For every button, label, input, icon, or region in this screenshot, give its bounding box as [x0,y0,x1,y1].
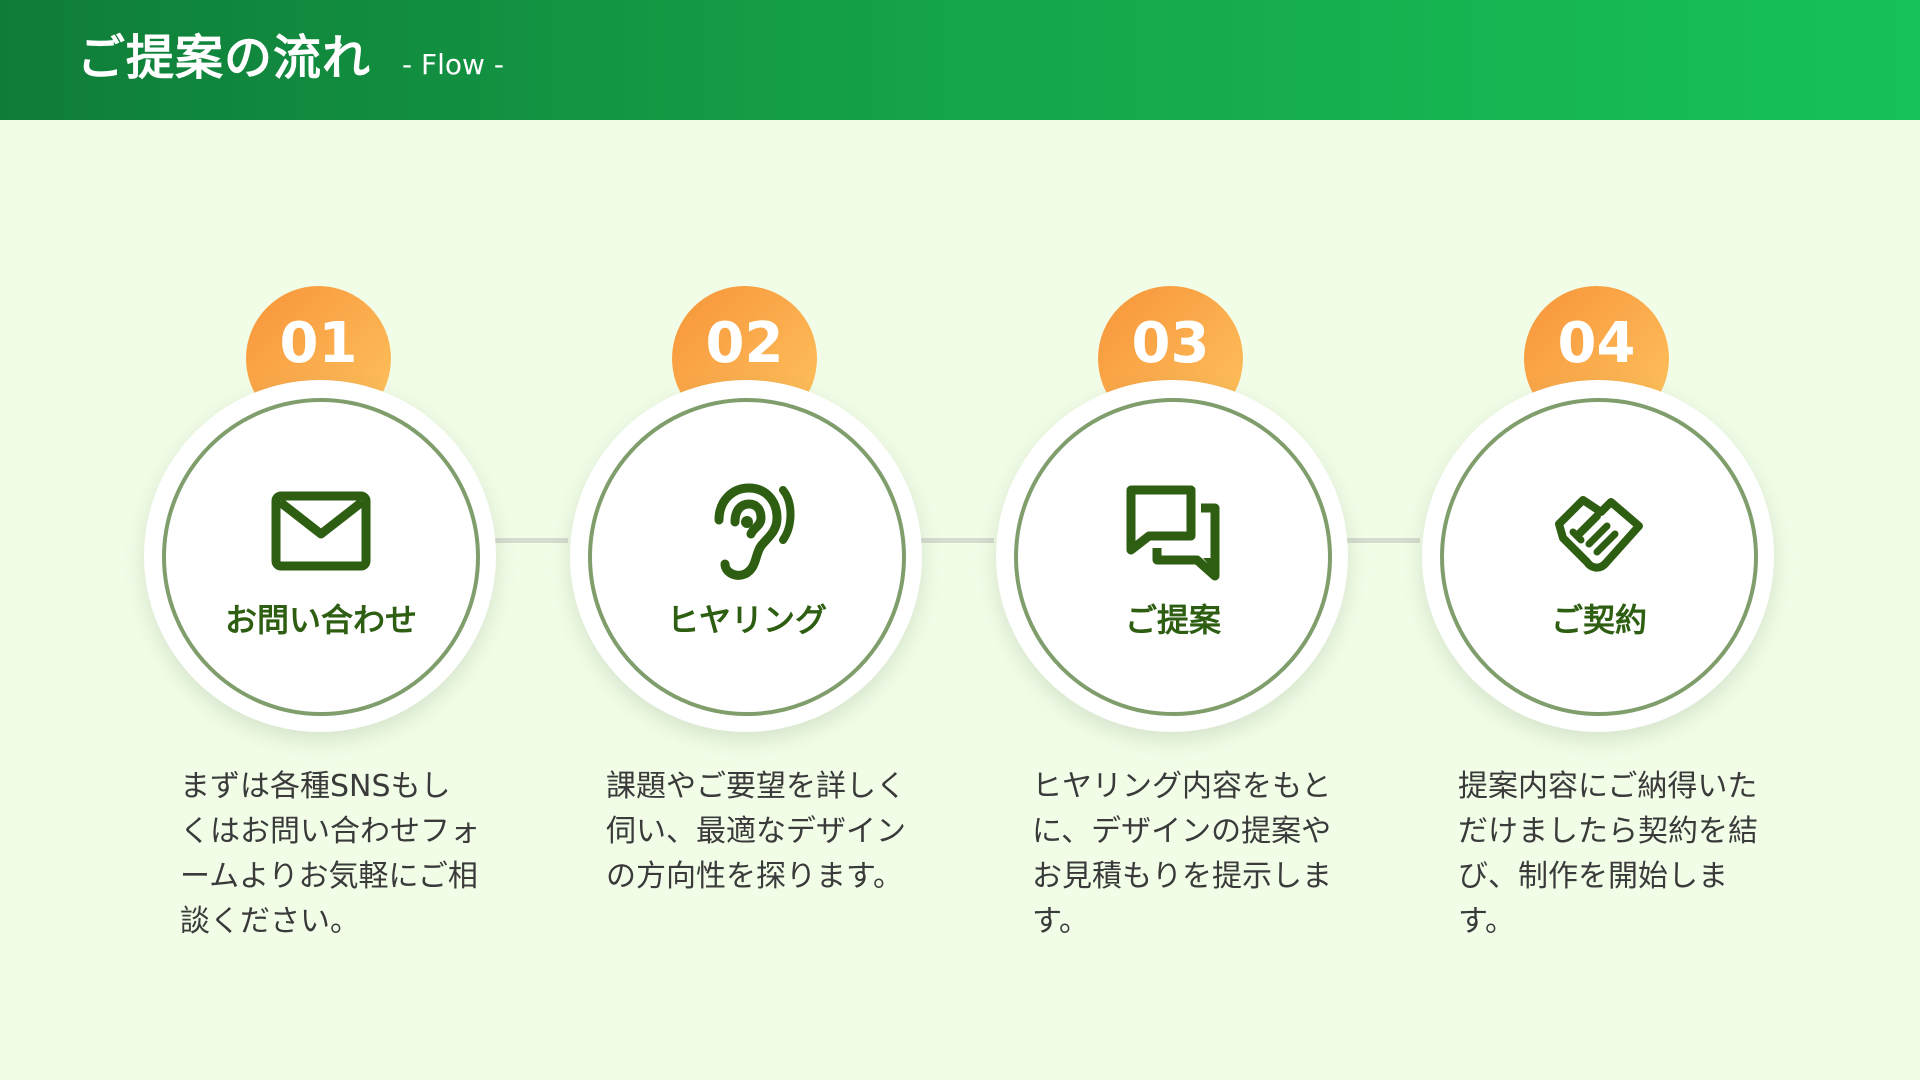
connector-line [918,538,994,543]
page-title: ご提案の流れ [77,30,372,86]
step-ring: ご提案 [1014,398,1332,716]
handshake-icon [1555,496,1643,572]
ear-icon [714,483,795,580]
step-01: 01 お問い合わせ まずは各種SNSもしくはお問い合わせフォームよりお気軽にご相… [140,280,500,980]
step-circle: お問い合わせ [144,380,496,732]
step-description: まずは各種SNSもしくはお問い合わせフォームよりお気軽にご相談ください。 [180,769,480,939]
step-ring: ご契約 [1440,398,1758,716]
connector-line [492,538,568,543]
step-number: 03 [1131,311,1210,376]
chat-icon [1126,485,1220,581]
step-03: 03 ご提案 ヒヤリング内容をもとに、デザインの提案やお見積もりを提示します。 [992,280,1352,980]
step-04: 04 ご契約 提案内容にご納得いただけましたら契約を結び、制作を開始します。 [1418,280,1778,980]
mail-icon [271,491,371,571]
step-label: ご契約 [1550,601,1647,639]
step-label: お問い合わせ [224,601,417,639]
header-bar: ご提案の流れ - Flow - [0,0,1920,120]
step-description: 提案内容にご納得いただけましたら契約を結び、制作を開始します。 [1458,769,1758,939]
connector-line [1344,538,1420,543]
step-label: ヒヤリング [666,601,827,639]
step-label: ご提案 [1124,601,1221,639]
step-circle: ご契約 [1422,380,1774,732]
step-ring: お問い合わせ [162,398,480,716]
step-circle: ヒヤリング [570,380,922,732]
step-ring: ヒヤリング [588,398,906,716]
step-description: 課題やご要望を詳しく伺い、最適なデザインの方向性を探ります。 [606,769,906,894]
step-description: ヒヤリング内容をもとに、デザインの提案やお見積もりを提示します。 [1032,769,1332,939]
step-number: 01 [279,311,358,376]
step-number: 04 [1557,311,1636,376]
step-number: 02 [705,311,784,376]
step-circle: ご提案 [996,380,1348,732]
page-subtitle: - Flow - [402,48,504,81]
step-02: 02 ヒヤリング 課題やご要望を詳しく伺い、最適なデザインの方向性を探ります。 [566,280,926,980]
